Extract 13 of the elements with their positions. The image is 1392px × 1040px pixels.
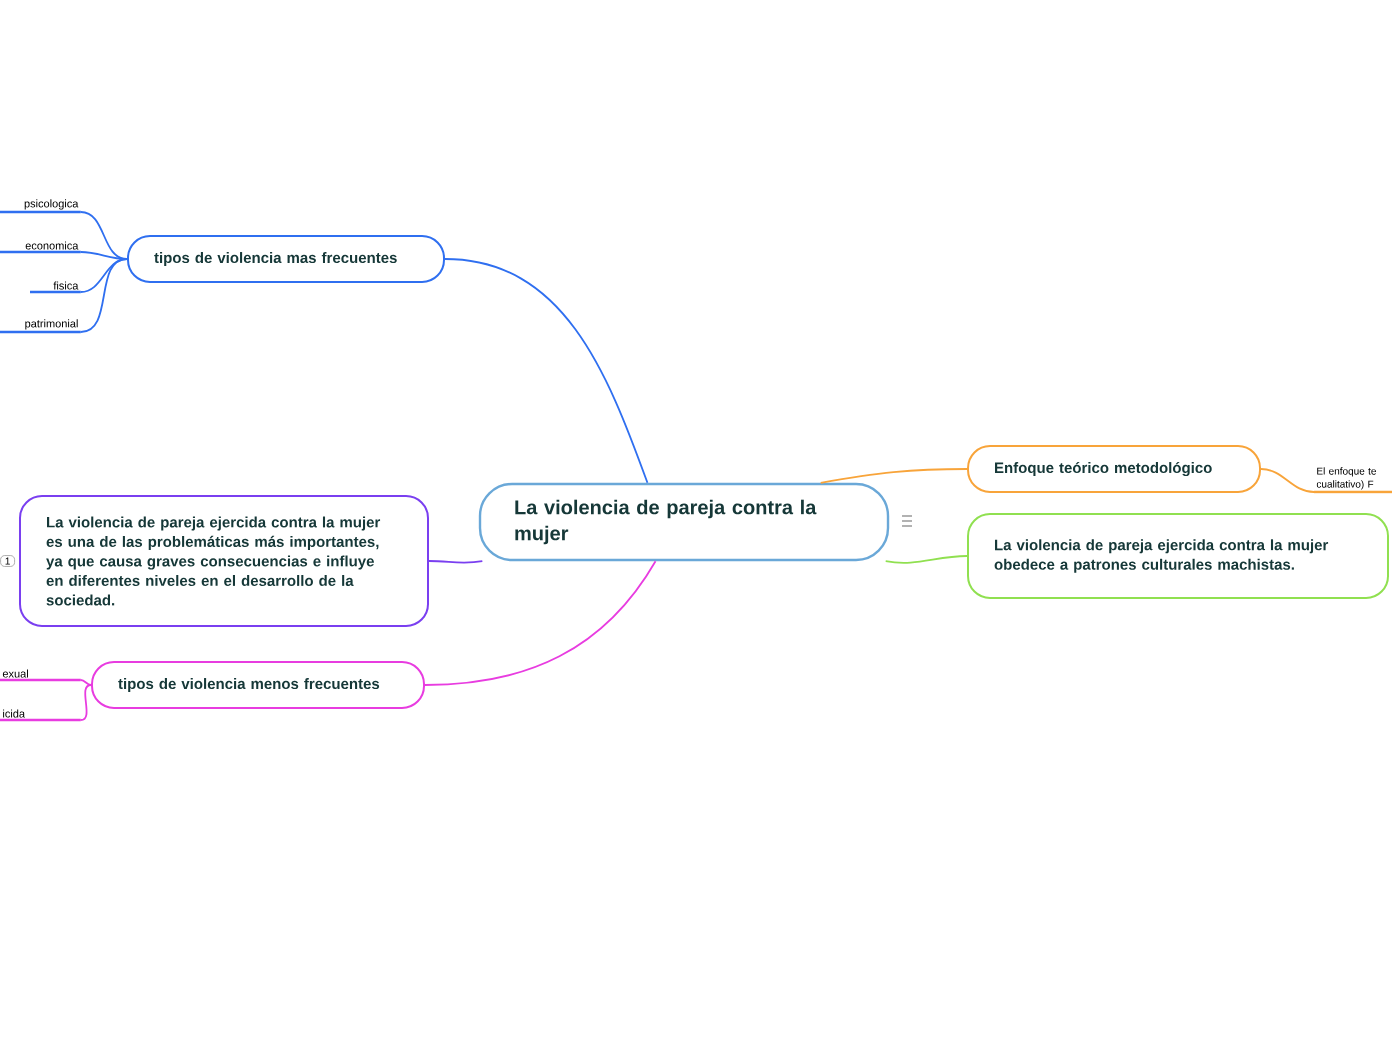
connector [444, 258, 649, 484]
connector [428, 560, 484, 564]
connector [884, 555, 968, 564]
connector [1260, 468, 1315, 493]
connector [424, 560, 657, 686]
central-topic-box: La violencia de pareja contra la mujer [478, 482, 890, 562]
connector [79, 679, 92, 686]
connector [819, 468, 968, 484]
connector [79, 251, 128, 260]
connector [79, 258, 128, 333]
connector [79, 258, 128, 293]
connector [79, 211, 128, 260]
connector [79, 684, 92, 721]
